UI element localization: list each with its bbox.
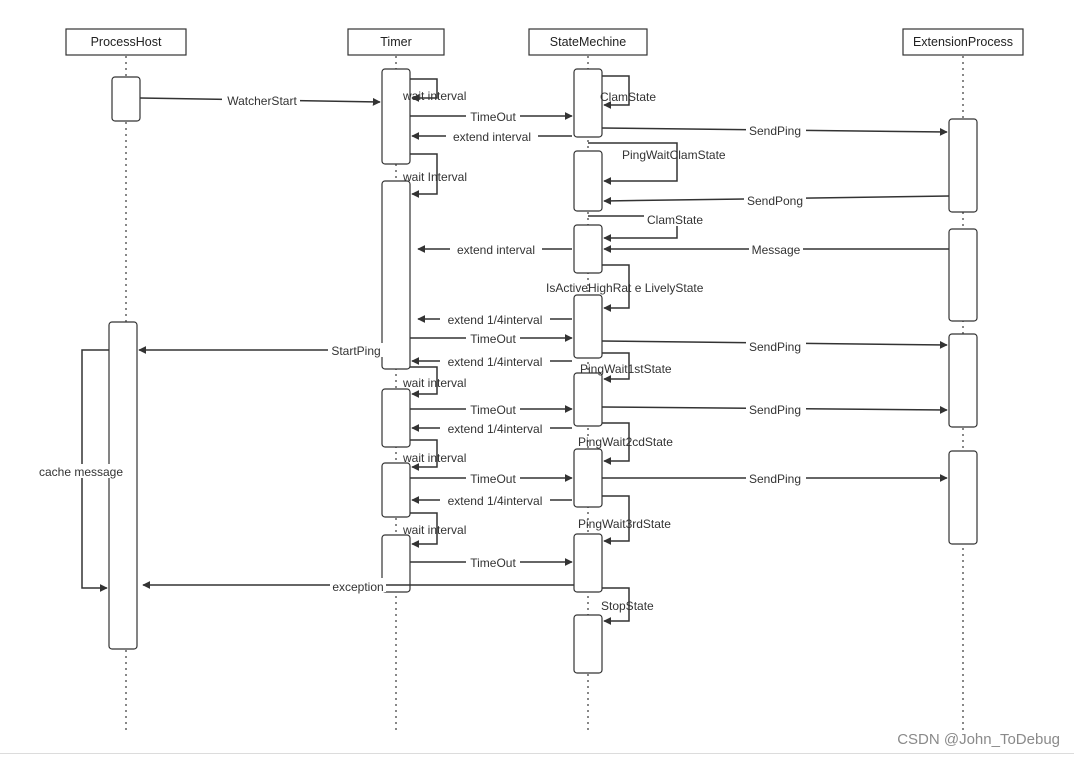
msg-clam-state-2-label: ClamState: [647, 213, 703, 227]
activation-box[interactable]: [111, 76, 141, 122]
activation-box[interactable]: [948, 333, 978, 428]
msg-start-ping-label: StartPing: [331, 344, 380, 358]
activation-box[interactable]: [573, 68, 603, 138]
self-loop-state[interactable]: [602, 422, 630, 465]
msg-clam-state-1-label: ClamState: [600, 90, 656, 104]
participant-timer[interactable]: Timer: [347, 28, 445, 56]
msg-extend-interval-1-label: extend interval: [453, 130, 531, 144]
activation-box[interactable]: [573, 533, 603, 593]
msg-exception-label: exception: [332, 580, 383, 594]
msg-ping-wait-clam-line[interactable]: [588, 142, 678, 185]
participant-process-host[interactable]: ProcessHost: [65, 28, 187, 56]
msg-extend-quarter-4-label: extend 1/4interval: [448, 494, 543, 508]
activations: [108, 68, 978, 674]
msg-timeout-2-label: TimeOut: [470, 332, 516, 346]
self-loop-timer[interactable]: [410, 153, 438, 198]
activation-box[interactable]: [381, 534, 411, 593]
participant-state-machine-label: StateMechine: [550, 35, 626, 49]
msg-message-label: Message: [752, 243, 801, 257]
self-loop-timer[interactable]: [410, 512, 438, 548]
participant-process-host-label: ProcessHost: [91, 35, 162, 49]
msg-watcher-start-label: WatcherStart: [227, 94, 297, 108]
bottom-divider: [0, 753, 1074, 754]
lifelines: [125, 56, 964, 732]
participant-timer-label: Timer: [380, 35, 411, 49]
msg-send-pong-label: SendPong: [747, 194, 803, 208]
msg-ping-wait-3rd-state-label: PingWait3rdState: [578, 517, 671, 531]
self-loop-state[interactable]: [602, 352, 630, 383]
self-loop-timer[interactable]: [410, 439, 438, 471]
activation-box[interactable]: [948, 450, 978, 545]
watermark: CSDN @John_ToDebug: [897, 731, 1060, 748]
msg-send-ping-1-label: SendPing: [749, 124, 801, 138]
msg-ping-wait-2cd-state-label: PingWait2cdState: [578, 435, 673, 449]
self-loop-state[interactable]: [602, 264, 630, 312]
self-loop-timer[interactable]: [410, 366, 438, 398]
self-loop-timer[interactable]: [410, 78, 438, 102]
msg-wait-interval-3-label: wait interval: [402, 376, 466, 390]
msg-wait-interval-2-label: wait Interval: [402, 170, 467, 184]
msg-stop-state-label: StopState: [601, 599, 654, 613]
msg-extend-quarter-2-label: extend 1/4interval: [448, 355, 543, 369]
activation-box[interactable]: [948, 228, 978, 322]
message-labels: WatcherStart wait interval TimeOut ClamS…: [36, 89, 806, 613]
msg-timeout-1-label: TimeOut: [470, 110, 516, 124]
msg-ping-wait-1st-state-label: PingWait1stState: [580, 362, 672, 376]
participant-extension-process[interactable]: ExtensionProcess: [902, 28, 1024, 56]
activation-box[interactable]: [381, 388, 411, 448]
message-lines: [81, 75, 950, 625]
activation-box[interactable]: [381, 180, 411, 370]
activation-box[interactable]: [108, 321, 138, 650]
activation-box[interactable]: [573, 224, 603, 274]
activation-box[interactable]: [381, 68, 411, 165]
activation-box[interactable]: [573, 372, 603, 427]
activation-box[interactable]: [948, 118, 978, 213]
msg-clam-state-2-line[interactable]: [588, 215, 678, 242]
self-loop-state[interactable]: [602, 587, 630, 625]
msg-wait-interval-4-label: wait interval: [402, 451, 466, 465]
msg-extend-interval-2-label: extend interval: [457, 243, 535, 257]
msg-extend-quarter-3-label: extend 1/4interval: [448, 422, 543, 436]
participant-state-machine[interactable]: StateMechine: [528, 28, 648, 56]
msg-send-ping-2-label: SendPing: [749, 340, 801, 354]
msg-send-ping-4-label: SendPing: [749, 472, 801, 486]
msg-timeout-3-label: TimeOut: [470, 403, 516, 417]
msg-is-active-high-rate-label: IsActiveHighRat e LivelyState: [546, 281, 704, 295]
msg-send-ping-3-label: SendPing: [749, 403, 801, 417]
activation-box[interactable]: [381, 462, 411, 518]
participant-headers: ProcessHost Timer StateMechine Extension…: [65, 28, 1024, 56]
msg-wait-interval-1-label: wait interval: [402, 89, 466, 103]
self-loop-state[interactable]: [602, 75, 630, 109]
activation-box[interactable]: [573, 614, 603, 674]
msg-cache-message-label: cache message: [39, 465, 123, 479]
msg-ping-wait-clam-state-label: PingWaitClamState: [622, 148, 726, 162]
activation-box[interactable]: [573, 448, 603, 508]
activation-box[interactable]: [573, 294, 603, 359]
msg-extend-quarter-1-label: extend 1/4interval: [448, 313, 543, 327]
activation-box[interactable]: [573, 150, 603, 212]
msg-wait-interval-5-label: wait interval: [402, 523, 466, 537]
self-loop-state[interactable]: [602, 495, 630, 545]
msg-timeout-4-label: TimeOut: [470, 472, 516, 486]
msg-timeout-5-label: TimeOut: [470, 556, 516, 570]
participant-extension-process-label: ExtensionProcess: [913, 35, 1013, 49]
